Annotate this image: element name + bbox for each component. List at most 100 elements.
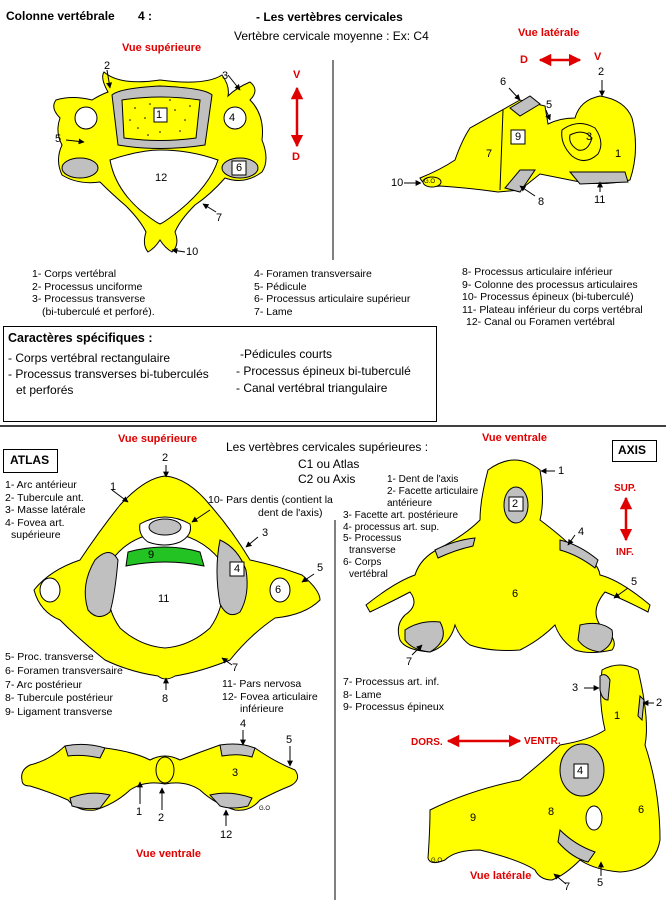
atlas-v-num-3: 3 — [232, 767, 239, 779]
atlas-v-num-5: 5 — [286, 734, 293, 746]
axis-v-num-5: 5 — [631, 576, 638, 588]
axis-view-lateral: Vue latérale — [470, 870, 532, 882]
specific-left-3: et perforés — [16, 383, 74, 397]
c4-sup-num-12: 12 — [155, 172, 168, 184]
c4-sup-num-7: 7 — [216, 212, 223, 224]
sup-label: SUP. — [614, 483, 637, 494]
axis-ventral-drawing — [365, 459, 651, 653]
upper-c1: C1 ou Atlas — [298, 457, 360, 471]
lat-ventral-label: V — [594, 51, 602, 63]
specific-right-3: - Canal vertébral triangulaire — [236, 381, 388, 395]
c4-sup-num-5: 5 — [55, 133, 62, 145]
atlas-foramen-left — [39, 577, 61, 603]
atlas-tag: ATLAS — [10, 453, 50, 467]
axis-l-num-4: 4 — [577, 765, 584, 777]
axis-tag-box: AXIS — [612, 440, 657, 462]
label-box-6 — [231, 160, 247, 176]
axis-l-num-2: 2 — [656, 697, 663, 709]
axis-l-num-3: 3 — [572, 682, 579, 694]
atlas-num-8: 8 — [162, 693, 169, 705]
c4-lat-num-11: 11 — [594, 194, 606, 206]
atlas-superior-drawing — [33, 475, 321, 680]
axis-lateral-arrows — [553, 685, 654, 885]
axis-l-num-9: 9 — [470, 812, 477, 824]
atlas-num-6: 6 — [275, 584, 282, 596]
atlas-ventral-arrows — [137, 730, 293, 826]
atlas-view-ventral: Vue ventrale — [136, 848, 202, 860]
label-box-1 — [153, 107, 168, 123]
atlas-v-num-4: 4 — [240, 718, 247, 730]
fovea-sup-left — [84, 552, 119, 617]
atlas-go-label: G.O — [259, 806, 271, 812]
atlas-foramen-right — [269, 577, 291, 603]
specific-right-1: -Pédicules courts — [240, 347, 333, 361]
dorsal-label: D — [292, 151, 300, 163]
c4-sup-num-3: 3 — [222, 70, 229, 82]
section-subtitle: - Les vertèbres cervicales — [256, 10, 403, 24]
c4-lateral-drawing — [419, 95, 636, 193]
c4-lat-num-5: 5 — [546, 99, 553, 111]
specific-heading: Caractères spécifiques : — [8, 331, 153, 345]
go-label: G.O — [424, 179, 436, 185]
c4-lat-num-2: 2 — [598, 66, 605, 78]
page-title: Colonne vertébrale — [6, 9, 115, 23]
axis-v-num-1: 1 — [558, 465, 565, 477]
atlas-sup-arrows — [111, 465, 315, 690]
foramen-transversarium-left — [74, 106, 98, 130]
c4-lat-num-6: 6 — [500, 76, 507, 88]
atlas-num-4: 4 — [234, 563, 241, 575]
c4-sup-num-10: 10 — [186, 246, 199, 258]
atlas-num-1: 1 — [110, 481, 117, 493]
c4-lat-num-7: 7 — [486, 148, 493, 160]
atlas-num-3: 3 — [262, 527, 269, 539]
axis-v-num-4: 4 — [578, 526, 585, 538]
foramen-transversarium-right — [223, 106, 247, 130]
c4-lat-facet-inf — [504, 169, 536, 193]
c4-view-lateral: Vue latérale — [518, 27, 580, 39]
axis-legend-top: 1- Dent de l'axis 2- Facette articulaire… — [343, 474, 479, 581]
axis-l-num-8: 8 — [548, 806, 555, 818]
c4-sup-num-2: 2 — [104, 60, 111, 72]
c4-lat-arrows — [404, 80, 605, 197]
atlas-tag-box: ATLAS — [3, 449, 58, 473]
c4-sup-num-6: 6 — [236, 162, 243, 174]
axis-lateral-drawing — [427, 664, 661, 881]
axis-ventral-arrows — [411, 468, 629, 656]
upper-c2: C2 ou Axis — [298, 472, 356, 486]
dors-label: DORS. — [411, 737, 443, 748]
c4-lat-num-1: 1 — [615, 148, 622, 160]
axis-v-num-6: 6 — [512, 588, 519, 600]
c4-lat-num-3: 3 — [586, 131, 593, 143]
ventr-label: VENTR. — [524, 736, 561, 747]
fovea-sup-right — [216, 539, 248, 616]
c4-superior-drawing — [53, 71, 267, 253]
atlas-v-num-12: 12 — [220, 829, 233, 841]
axis-l-num-5: 5 — [597, 877, 604, 889]
dens-facet — [148, 518, 182, 536]
transverse-ligament — [125, 546, 205, 567]
atlas-ventral-drawing — [21, 743, 299, 811]
axis-v-num-7: 7 — [406, 656, 413, 668]
c4-lat-num-10: 10 — [391, 177, 404, 189]
c4-lat-num-8: 8 — [538, 196, 545, 208]
specific-left-1: - Corps vertébral rectangulaire — [8, 351, 171, 365]
upper-intro: Les vertèbres cervicales supérieures : — [226, 440, 429, 454]
c4-sup-num-4: 4 — [229, 112, 236, 124]
specific-characteristics-box: Caractères spécifiques : - Corps vertébr… — [3, 326, 437, 422]
atlas-num-11: 11 — [158, 593, 170, 605]
label-box-9 — [510, 129, 526, 145]
axis-go-label: G.O — [431, 858, 443, 864]
axis-l-num-1: 1 — [614, 710, 621, 722]
atlas-num-9: 9 — [148, 549, 155, 561]
c4-lat-facet-sup — [509, 95, 541, 117]
c4-view-superior: Vue supérieure — [122, 42, 202, 54]
c4-lat-num-9: 9 — [515, 131, 522, 143]
